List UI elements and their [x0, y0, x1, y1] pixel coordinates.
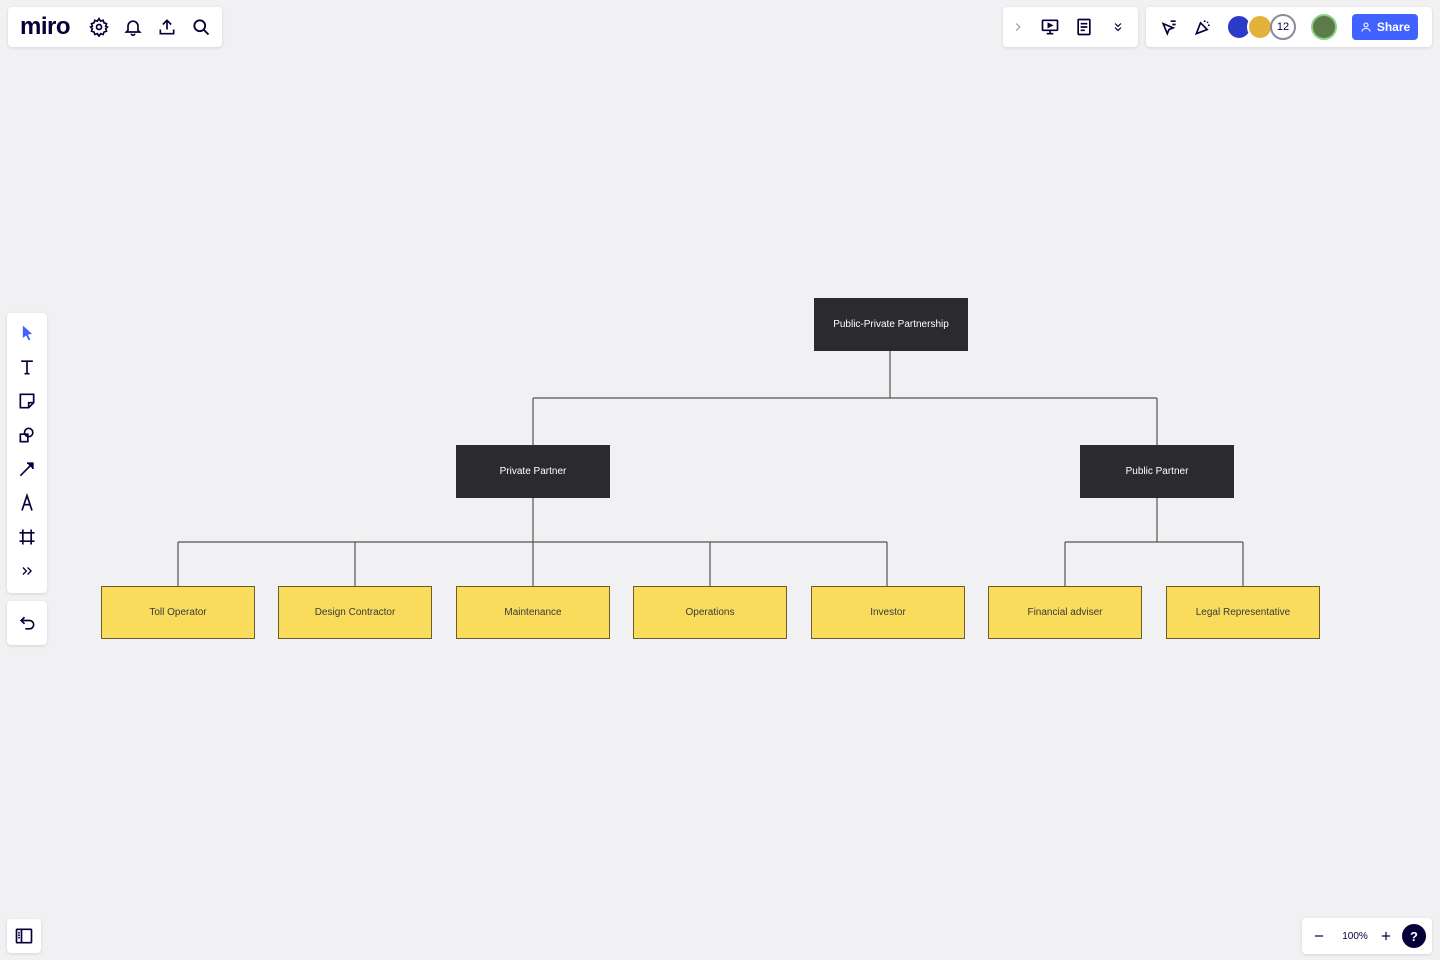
share-button[interactable]: Share	[1352, 14, 1418, 40]
shapes-icon[interactable]	[10, 418, 44, 452]
node-private-partner[interactable]: Private Partner	[456, 445, 610, 498]
node-design-contractor[interactable]: Design Contractor	[278, 586, 432, 639]
node-private-partner-label: Private Partner	[499, 466, 567, 477]
top-middle-toolbar	[1003, 7, 1138, 47]
chevron-right-icon[interactable]	[1003, 10, 1033, 44]
presentation-icon[interactable]	[1033, 10, 1067, 44]
undo-icon[interactable]	[10, 606, 44, 640]
collaborators-count-badge[interactable]: 12	[1270, 14, 1296, 40]
undo-panel	[7, 601, 47, 645]
search-icon[interactable]	[184, 10, 218, 44]
zoom-controls: 100% ?	[1302, 918, 1432, 954]
node-label: Operations	[685, 607, 735, 618]
node-label: Design Contractor	[314, 607, 396, 618]
frame-icon[interactable]	[10, 520, 44, 554]
avatar[interactable]	[1311, 14, 1337, 40]
zoom-in-icon[interactable]	[1374, 919, 1398, 953]
node-investor[interactable]: Investor	[811, 586, 965, 639]
left-toolbar	[7, 313, 47, 593]
top-right-toolbar: 12 Share	[1146, 7, 1432, 47]
cursor-follow-icon[interactable]	[1152, 10, 1186, 44]
share-button-label: Share	[1376, 20, 1411, 34]
notes-icon[interactable]	[1067, 10, 1101, 44]
miro-logo[interactable]: miro	[20, 13, 71, 40]
sidebar-panel-icon	[15, 928, 33, 944]
avatar[interactable]	[1247, 14, 1273, 40]
node-operations[interactable]: Operations	[633, 586, 787, 639]
zoom-level[interactable]: 100%	[1342, 930, 1368, 942]
sidebar-toggle-button[interactable]	[7, 919, 41, 953]
gear-icon[interactable]	[82, 10, 116, 44]
node-toll-operator[interactable]: Toll Operator	[101, 586, 255, 639]
upload-icon[interactable]	[150, 10, 184, 44]
node-label: Financial adviser	[1027, 607, 1103, 618]
celebrate-icon[interactable]	[1186, 10, 1220, 44]
node-maintenance[interactable]: Maintenance	[456, 586, 610, 639]
more-tools-icon[interactable]	[10, 554, 44, 588]
user-icon	[1361, 22, 1371, 32]
help-button[interactable]: ?	[1402, 924, 1426, 948]
pen-icon[interactable]	[10, 486, 44, 520]
zoom-out-icon[interactable]	[1302, 919, 1336, 953]
bell-icon[interactable]	[116, 10, 150, 44]
node-financial-adviser[interactable]: Financial adviser	[988, 586, 1142, 639]
connector-line-icon[interactable]	[10, 452, 44, 486]
node-root[interactable]: Public-Private Partnership	[814, 298, 968, 351]
text-tool-icon[interactable]	[10, 350, 44, 384]
node-label: Maintenance	[504, 607, 562, 618]
node-public-partner-label: Public Partner	[1125, 466, 1189, 477]
sticky-note-icon[interactable]	[10, 384, 44, 418]
node-label: Toll Operator	[149, 607, 207, 618]
node-legal-representative[interactable]: Legal Representative	[1166, 586, 1320, 639]
node-label: Investor	[870, 607, 906, 618]
node-label: Legal Representative	[1195, 607, 1291, 618]
node-public-partner[interactable]: Public Partner	[1080, 445, 1234, 498]
top-left-toolbar: miro	[8, 7, 222, 47]
double-chevron-down-icon[interactable]	[1101, 10, 1135, 44]
select-cursor-icon[interactable]	[10, 316, 44, 350]
node-root-label: Public-Private Partnership	[833, 319, 949, 330]
